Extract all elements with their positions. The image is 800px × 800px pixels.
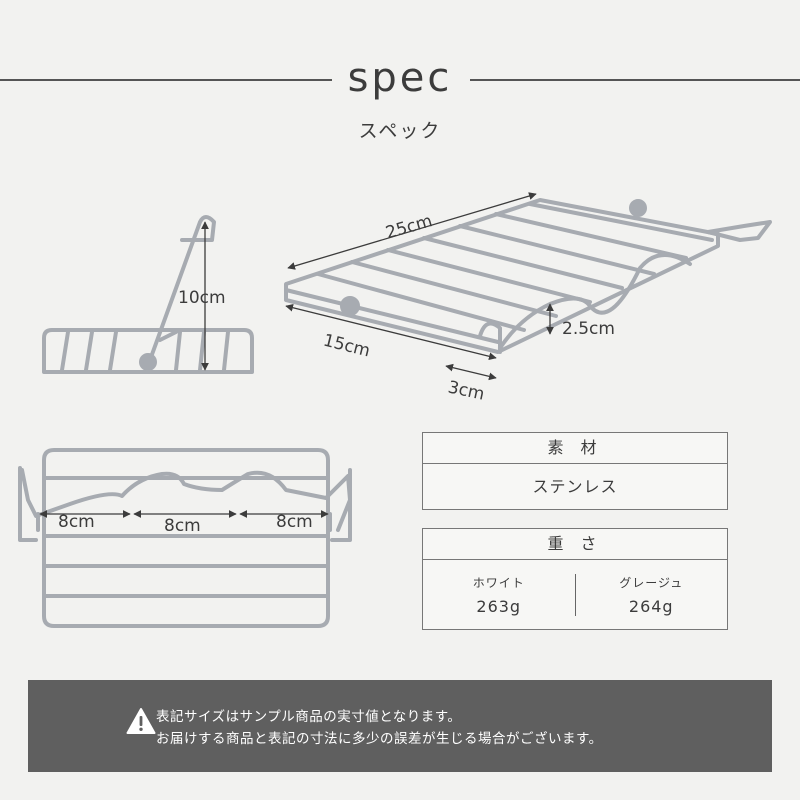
hook-label: 3cm bbox=[446, 377, 486, 404]
depth-label: 15cm bbox=[321, 331, 372, 362]
header-rule-right bbox=[470, 79, 800, 81]
height-dimension: 10cm bbox=[178, 221, 226, 371]
weight-white-value: 263g bbox=[476, 597, 522, 616]
weight-greige: グレージュ 264g bbox=[576, 574, 728, 616]
weight-white-name: ホワイト bbox=[472, 576, 525, 590]
thickness-dimension: 2.5cm bbox=[546, 303, 615, 339]
weight-heading: 重 さ bbox=[423, 529, 727, 560]
thickness-label: 2.5cm bbox=[562, 319, 615, 339]
hook-dimension: 3cm bbox=[445, 363, 497, 405]
slot1-label: 8cm bbox=[58, 512, 95, 532]
slot3-label: 8cm bbox=[276, 512, 313, 532]
weight-greige-name: グレージュ bbox=[619, 576, 684, 590]
notice-line-1: 表記サイズはサンプル商品の実寸値となります。 bbox=[156, 709, 462, 725]
side-view-rack bbox=[42, 215, 254, 374]
height-label: 10cm bbox=[178, 288, 226, 308]
weight-box: 重 さ ホワイト 263g グレージュ 264g bbox=[422, 528, 728, 630]
perspective-view-rack bbox=[284, 198, 772, 354]
top-view-rack bbox=[18, 448, 352, 628]
page-subtitle: スペック bbox=[358, 120, 442, 142]
page-title: spec bbox=[347, 55, 453, 101]
weight-greige-value: 264g bbox=[628, 597, 674, 616]
notice-banner: 表記サイズはサンプル商品の実寸値となります。 お届けする商品と表記の寸法に多少の… bbox=[28, 680, 772, 772]
header-rule-left bbox=[0, 79, 332, 81]
slot-dimensions: 8cm 8cm 8cm bbox=[39, 510, 329, 536]
rack-diagrams: 10cm 25cm 15cm 2.5cm 3cm bbox=[18, 192, 772, 628]
material-value: ステンレス bbox=[532, 477, 618, 496]
slot2-label: 8cm bbox=[164, 516, 201, 536]
weight-divider bbox=[574, 574, 576, 616]
notice-line-2: お届けする商品と表記の寸法に多少の誤差が生じる場合がございます。 bbox=[156, 731, 603, 747]
weight-white: ホワイト 263g bbox=[423, 574, 575, 616]
warning-icon bbox=[126, 708, 156, 734]
material-heading: 素 材 bbox=[423, 433, 727, 464]
material-box: 素 材 ステンレス bbox=[422, 432, 728, 510]
